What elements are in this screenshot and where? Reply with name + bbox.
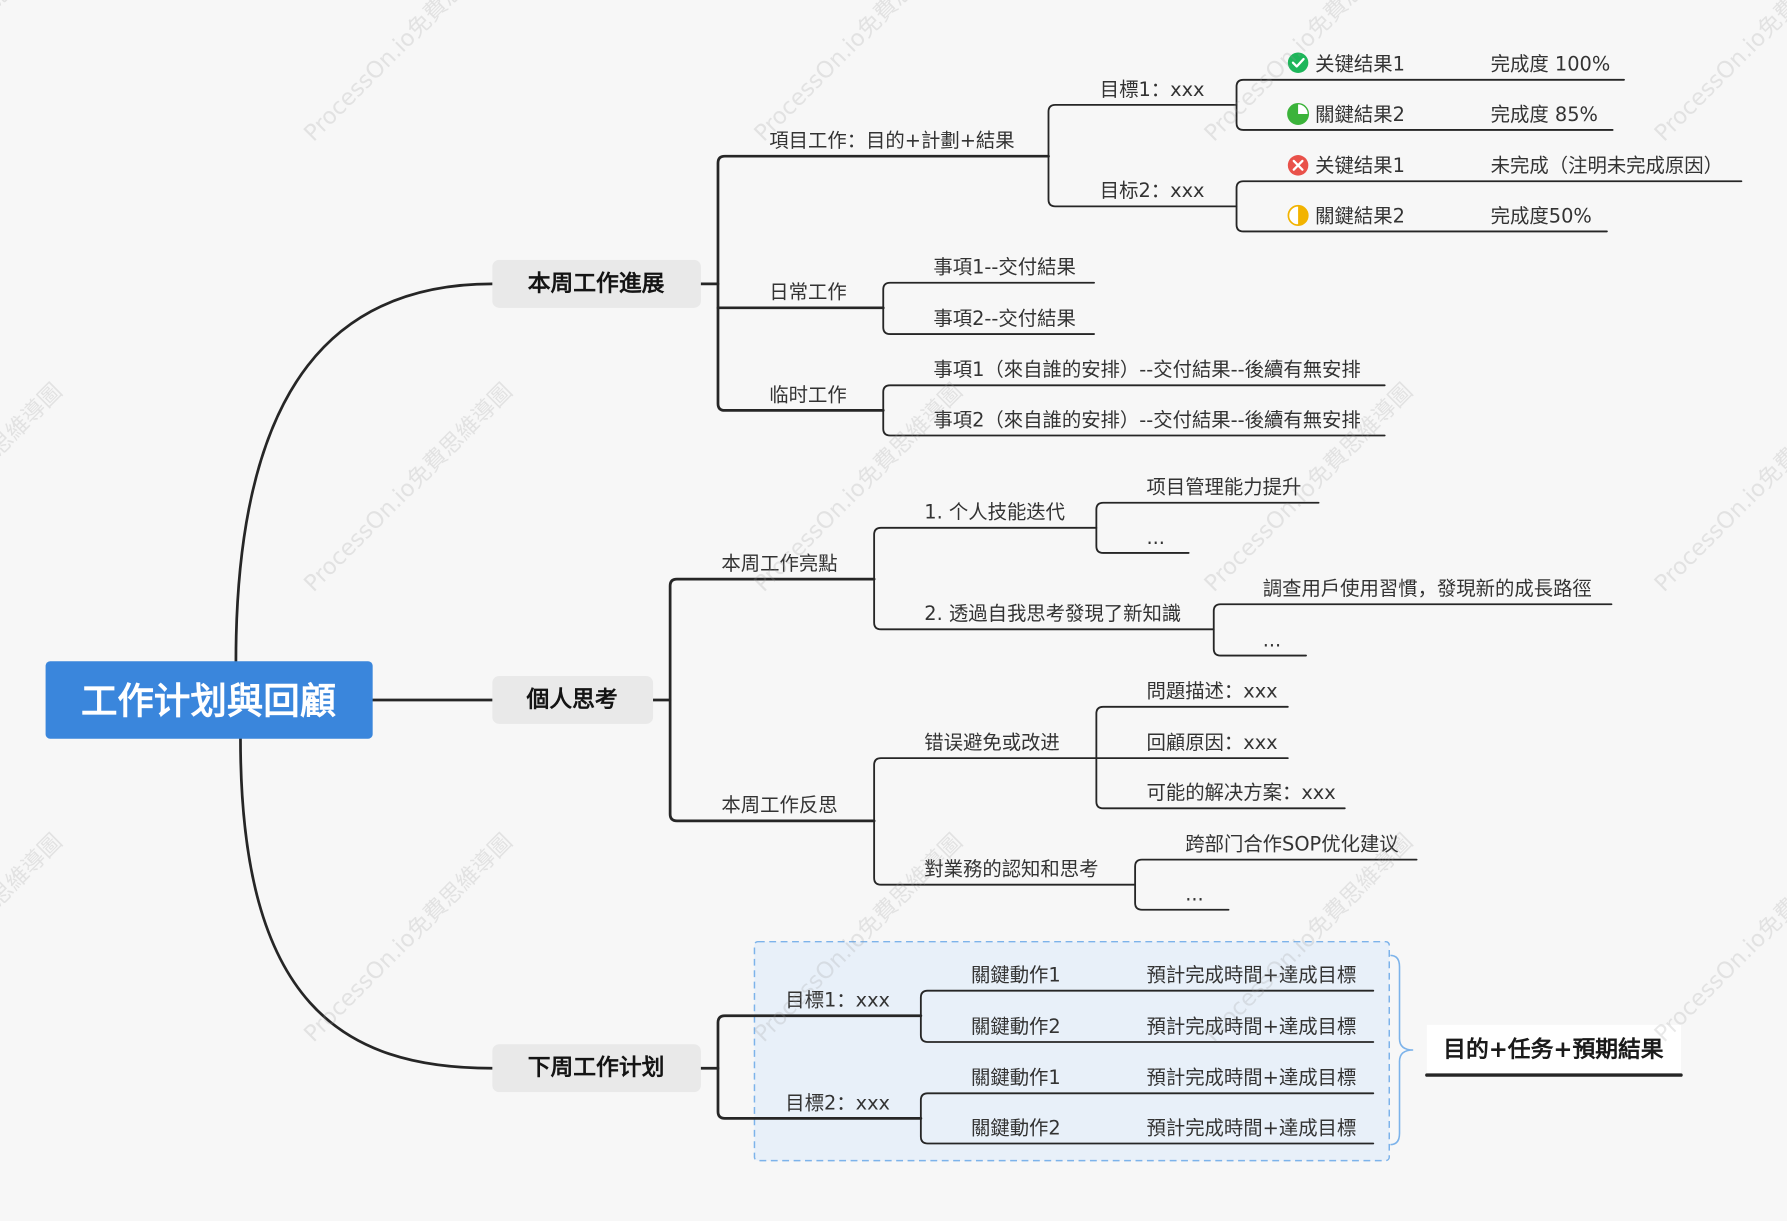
progress-three-quarter-icon — [1287, 103, 1310, 125]
connector — [882, 384, 1386, 437]
topic-key-result[interactable]: 关键结果1 — [1315, 53, 1405, 76]
topic-key-result[interactable]: 关键结果1 — [1315, 154, 1405, 177]
topic-action-detail[interactable]: 預計完成時間+達成目標 — [1147, 964, 1357, 987]
topic-highlight-group[interactable]: 1. 个人技能迭代 — [924, 501, 1065, 524]
topic-item[interactable]: 可能的解决方案：xxx — [1147, 781, 1336, 804]
connector-root-next-week — [239, 737, 494, 1070]
topic-highlight-group[interactable]: 2. 透過自我思考發現了新知識 — [924, 602, 1181, 625]
connector — [1047, 103, 1238, 208]
topic-highlights[interactable]: 本周工作亮點 — [721, 552, 837, 575]
topic-completion[interactable]: 完成度50% — [1491, 204, 1592, 227]
topic-key-result[interactable]: 關鍵結果2 — [1315, 204, 1405, 227]
progress-half-icon — [1287, 204, 1309, 227]
topic-item[interactable]: ... — [1185, 883, 1203, 906]
main-topic-label[interactable]: 個人思考 — [526, 687, 618, 713]
topic-item[interactable]: 問題描述：xxx — [1147, 680, 1278, 703]
connector — [919, 1092, 1375, 1145]
thinking-connectors — [651, 501, 1613, 911]
summary-brace — [1390, 954, 1414, 1146]
topic-daily-work[interactable]: 日常工作 — [769, 281, 846, 304]
topic-reflection[interactable]: 本周工作反思 — [721, 794, 837, 817]
topic-goal-2[interactable]: 目标2：xxx — [1100, 179, 1205, 202]
topic-item[interactable]: 回顧原因：xxx — [1147, 731, 1278, 754]
topic-completion[interactable]: 未完成（注明未完成原因） — [1491, 154, 1723, 177]
main-topic-box[interactable] — [492, 1044, 701, 1093]
topic-key-result[interactable]: 關鍵結果2 — [1315, 103, 1405, 126]
connector — [873, 757, 1137, 886]
next-week-connectors — [699, 989, 1375, 1145]
topic-reflection-group[interactable]: 错误避免或改进 — [924, 731, 1059, 754]
topic-completion[interactable]: 完成度 100% — [1491, 53, 1611, 76]
root-title[interactable]: 工作计划與回顧 — [81, 680, 336, 723]
topic-key-action[interactable]: 關鍵動作2 — [971, 1015, 1061, 1038]
connector-root-progress — [234, 282, 494, 663]
topic-item[interactable]: 事項2--交付結果 — [933, 307, 1075, 330]
main-topic-box[interactable] — [492, 676, 654, 724]
main-connectors — [234, 282, 494, 1070]
main-topic-next-week[interactable]: 下周工作计划 — [492, 1044, 701, 1093]
summary-label[interactable]: 目的+任务+預期結果 — [1443, 1036, 1664, 1063]
topic-item[interactable]: 事項2（來自誰的安排）--交付結果--後續有無安排 — [933, 408, 1360, 431]
topic-next-goal-1[interactable]: 目標1：xxx — [785, 989, 890, 1012]
summary-box[interactable] — [1426, 1024, 1682, 1076]
topic-goal-1[interactable]: 目標1：xxx — [1100, 78, 1205, 101]
main-topic-box[interactable] — [492, 259, 701, 308]
connector — [873, 526, 1215, 631]
topic-key-action[interactable]: 關鍵動作1 — [971, 1066, 1061, 1089]
main-topic-progress[interactable]: 本周工作進展 — [492, 259, 701, 308]
dashed-boundary[interactable] — [753, 940, 1390, 1162]
check-icon — [1287, 52, 1309, 73]
connector — [716, 1014, 923, 1120]
topic-action-detail[interactable]: 預計完成時間+達成目標 — [1147, 1015, 1357, 1038]
main-topic-label[interactable]: 下周工作计划 — [528, 1055, 665, 1081]
connector — [1095, 501, 1320, 554]
connector — [1235, 78, 1625, 131]
topic-action-detail[interactable]: 預計完成時間+達成目標 — [1147, 1116, 1357, 1139]
topic-item[interactable]: ... — [1147, 526, 1165, 549]
root-topic[interactable]: 工作计划與回顧 — [45, 661, 373, 739]
main-topic-thinking[interactable]: 個人思考 — [492, 676, 654, 724]
connector — [919, 989, 1375, 1043]
connector — [882, 281, 1095, 335]
summary-topic[interactable]: 目的+任务+預期結果 — [1425, 1024, 1683, 1077]
topic-key-action[interactable]: 關鍵動作1 — [971, 964, 1061, 987]
connector — [1134, 858, 1418, 911]
topic-next-goal-2[interactable]: 目標2：xxx — [785, 1091, 890, 1114]
topic-item[interactable]: 跨部门合作SOP优化建议 — [1185, 832, 1398, 855]
topic-item[interactable]: 調查用戶使用習慣，發現新的成長路徑 — [1263, 577, 1592, 600]
topic-key-action[interactable]: 關鍵動作2 — [971, 1116, 1061, 1139]
topic-action-detail[interactable]: 預計完成時間+達成目標 — [1147, 1066, 1357, 1089]
topic-reflection-group[interactable]: 對業務的認知和思考 — [924, 858, 1098, 881]
topic-item[interactable]: 事項1（來自誰的安排）--交付結果--後續有無安排 — [933, 358, 1360, 381]
connector — [1212, 603, 1613, 657]
topic-item[interactable]: 项目管理能力提升 — [1147, 476, 1302, 499]
topic-completion[interactable]: 完成度 85% — [1491, 103, 1598, 126]
topic-item[interactable]: ... — [1263, 628, 1281, 651]
topic-adhoc-work[interactable]: 临时工作 — [769, 383, 846, 406]
progress-connectors — [699, 78, 1743, 437]
main-topic-label[interactable]: 本周工作進展 — [528, 271, 665, 297]
root-topic-box[interactable] — [45, 661, 373, 739]
connector — [1235, 180, 1743, 233]
topic-item[interactable]: 事項1--交付結果 — [933, 256, 1075, 279]
connector — [716, 154, 1050, 412]
topic-project-work[interactable]: 項目工作：目的+計劃+結果 — [769, 129, 1014, 152]
cross-icon — [1287, 155, 1309, 176]
connector — [668, 577, 876, 823]
